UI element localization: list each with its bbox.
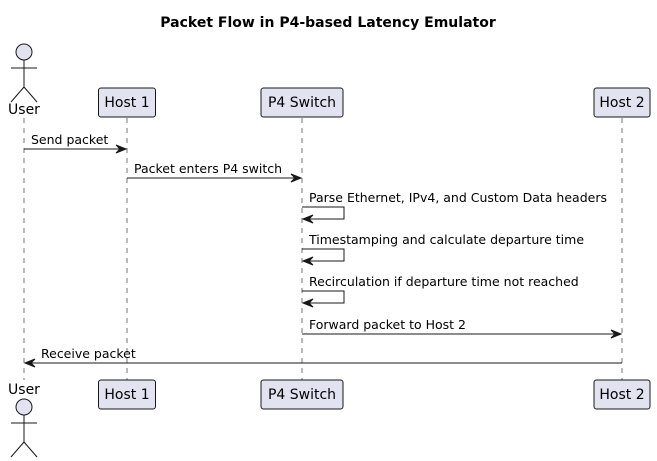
participant-label: Host 1: [104, 387, 149, 403]
self-message-line: [302, 248, 345, 262]
message-label: Timestamping and calculate departure tim…: [308, 232, 584, 247]
participant-box: [260, 87, 344, 118]
message-label: Parse Ethernet, IPv4, and Custom Data he…: [309, 190, 607, 205]
participant-label: User: [8, 382, 40, 398]
message-label: Forward packet to Host 2: [309, 317, 466, 332]
arrowhead: [301, 214, 314, 224]
participant-label: Host 2: [599, 95, 644, 111]
actor-left-leg: [10, 86, 25, 103]
message-1: Send packet: [24, 132, 128, 154]
message-label: Send packet: [31, 132, 108, 147]
self-message-line: [302, 290, 345, 304]
participant-p4switch-bottom: P4 Switch: [260, 379, 344, 410]
participant-host1-bottom: Host 1: [98, 379, 156, 410]
participant-host2-bottom: Host 2: [593, 379, 651, 410]
message-label: Packet enters P4 switch: [134, 161, 282, 176]
actor-user-top: User: [8, 43, 40, 118]
arrowhead: [115, 144, 128, 154]
message-4: Timestamping and calculate departure tim…: [301, 232, 584, 266]
actor-left-leg: [10, 441, 25, 458]
message-2: Packet enters P4 switch: [127, 161, 303, 183]
participant-p4switch-top: P4 Switch: [260, 87, 344, 118]
participant-box: [260, 379, 344, 410]
actor-right-leg: [23, 86, 38, 103]
participant-label: P4 Switch: [268, 95, 336, 111]
arrowhead: [301, 298, 314, 308]
arrowhead: [610, 329, 623, 339]
message-6: Forward packet to Host 2: [302, 317, 623, 339]
actor-head-icon: [15, 43, 33, 61]
participant-box: [593, 379, 651, 410]
message-3: Parse Ethernet, IPv4, and Custom Data he…: [301, 190, 607, 224]
message-5: Recirculation if departure time not reac…: [301, 274, 579, 308]
arrowhead: [290, 173, 303, 183]
actor-right-leg: [23, 441, 38, 458]
participant-label: Host 1: [104, 95, 149, 111]
message-label: Recirculation if departure time not reac…: [309, 274, 579, 289]
participant-host1-top: Host 1: [98, 87, 156, 118]
actor-user-bottom: User: [8, 382, 40, 458]
participant-box: [593, 87, 651, 118]
arrowhead: [301, 256, 314, 266]
participant-label: P4 Switch: [268, 387, 336, 403]
participant-label: Host 2: [599, 387, 644, 403]
message-7: Receive packet: [23, 346, 622, 368]
diagram-title: Packet Flow in P4-based Latency Emulator: [160, 15, 496, 31]
message-label: Receive packet: [41, 346, 136, 361]
arrowhead: [23, 358, 36, 368]
participant-box: [98, 379, 156, 410]
actor-head-icon: [15, 398, 33, 416]
self-message-line: [302, 206, 345, 220]
participant-box: [98, 87, 156, 118]
participant-label: User: [8, 102, 40, 118]
participant-host2-top: Host 2: [593, 87, 651, 118]
